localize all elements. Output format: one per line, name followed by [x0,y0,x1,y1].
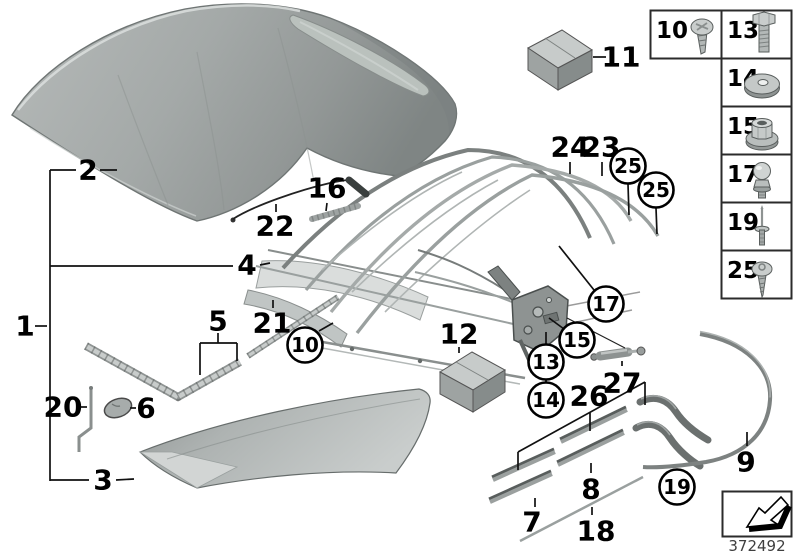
svg-text:24: 24 [551,131,590,164]
leader-lines [35,56,748,515]
callout-8: 8 [581,473,600,506]
callout-10: 10 [286,326,324,364]
svg-text:5: 5 [208,305,227,338]
callout-13: 13 [527,343,565,381]
callout-24: 24 [551,131,590,164]
callout-11: 11 [602,41,641,74]
seal-strips [488,330,773,543]
callout-1: 1 [15,310,34,343]
callout-14: 14 [527,381,565,419]
svg-text:2: 2 [78,154,97,187]
svg-text:6: 6 [136,392,155,425]
doc-number-block: 372492 [721,490,793,555]
callout-7: 7 [522,506,541,539]
fabric-panel-3 [138,388,431,489]
lock-mechanism [414,249,569,363]
gas-strut-27 [590,346,646,361]
svg-text:3: 3 [93,464,112,497]
svg-text:16: 16 [308,172,347,205]
pin-rivet-icon [754,205,770,246]
svg-text:27: 27 [603,367,642,400]
svg-text:7: 7 [522,506,541,539]
perimeter-seal-9 [642,332,773,470]
svg-text:21: 21 [253,307,292,340]
bent-arrow-icon [745,495,792,532]
kit-box-12 [439,351,506,413]
callout-12: 12 [440,318,479,351]
callout-20: 20 [44,391,83,424]
cell-17-number: 17 [727,162,759,188]
rear-corner-seal-lower [632,420,704,470]
callout-18: 18 [577,515,616,548]
svg-text:10: 10 [291,333,319,357]
svg-text:9: 9 [736,446,755,479]
svg-text:14: 14 [532,388,560,412]
strip-16 [309,203,361,222]
callout-4: 4 [237,249,256,282]
callout-2: 2 [78,154,97,187]
ball-stud-icon [753,162,771,199]
front-bow-rail-5 [84,294,340,402]
doc-number: 372492 [728,537,785,555]
cell-17 [720,153,793,204]
headliner-rail-21 [243,289,348,348]
callout-22: 22 [256,210,295,243]
svg-text:25: 25 [642,178,670,202]
fastener-table: 10 13 14 15 17 19 25 [649,9,793,300]
soft-top-roof-panel [11,3,458,222]
callout-5: 5 [208,305,227,338]
callout-26: 26 [570,380,609,413]
callout-6: 6 [136,392,155,425]
callout-27: 27 [603,367,642,400]
cell-10 [649,9,723,60]
callout-3: 3 [93,464,112,497]
grommet-part-6 [103,397,133,419]
svg-text:17: 17 [592,292,620,316]
hex-bolt-icon [752,11,776,53]
kit-box-11 [527,29,593,91]
washer-icon [744,73,780,99]
svg-text:26: 26 [570,380,609,413]
callout-15: 15 [558,321,596,359]
svg-text:19: 19 [663,475,691,499]
callout-16: 16 [308,172,347,205]
callout-layer: 1234567891011121314151617181920212223242… [15,41,755,548]
svg-text:22: 22 [256,210,295,243]
rear-corner-seal-upper [636,394,712,444]
svg-text:1: 1 [15,310,34,343]
cell-19-number: 19 [727,210,759,236]
cell-10-number: 10 [656,18,688,44]
washer-head-screw-icon [751,261,773,299]
svg-text:4: 4 [237,249,256,282]
trim-strip-18 [519,475,644,543]
callout-25b: 25 [637,171,675,209]
pan-head-screw-icon [690,18,714,55]
callout-21: 21 [253,307,292,340]
callout-25a: 25 [609,147,647,185]
svg-text:8: 8 [581,473,600,506]
callout-9: 9 [736,446,755,479]
svg-text:12: 12 [440,318,479,351]
svg-text:15: 15 [563,328,591,352]
svg-text:11: 11 [602,41,641,74]
svg-text:25: 25 [614,154,642,178]
svg-text:13: 13 [532,350,560,374]
callout-17: 17 [587,285,625,323]
flange-nut-icon [745,118,779,151]
svg-text:18: 18 [577,515,616,548]
callout-19: 19 [658,468,696,506]
hook-part-20 [77,386,93,452]
svg-text:20: 20 [44,391,83,424]
tension-cable-22 [230,176,370,223]
